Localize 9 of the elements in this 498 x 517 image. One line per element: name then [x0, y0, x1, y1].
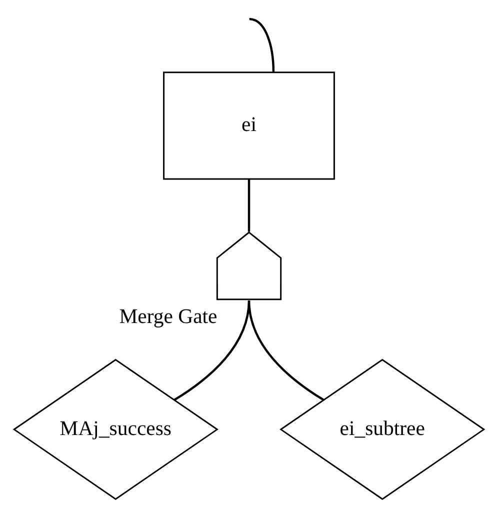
connector: [249, 18, 275, 72]
node-label: Merge Gate: [119, 306, 218, 328]
node-gate: [216, 231, 282, 300]
connector: [248, 179, 250, 232]
connector: [174, 300, 250, 401]
connector: [248, 300, 324, 401]
node-diamond: ei_subtree: [280, 358, 486, 500]
node-diamond: MAj_success: [12, 358, 218, 500]
node-box: ei: [163, 72, 335, 180]
